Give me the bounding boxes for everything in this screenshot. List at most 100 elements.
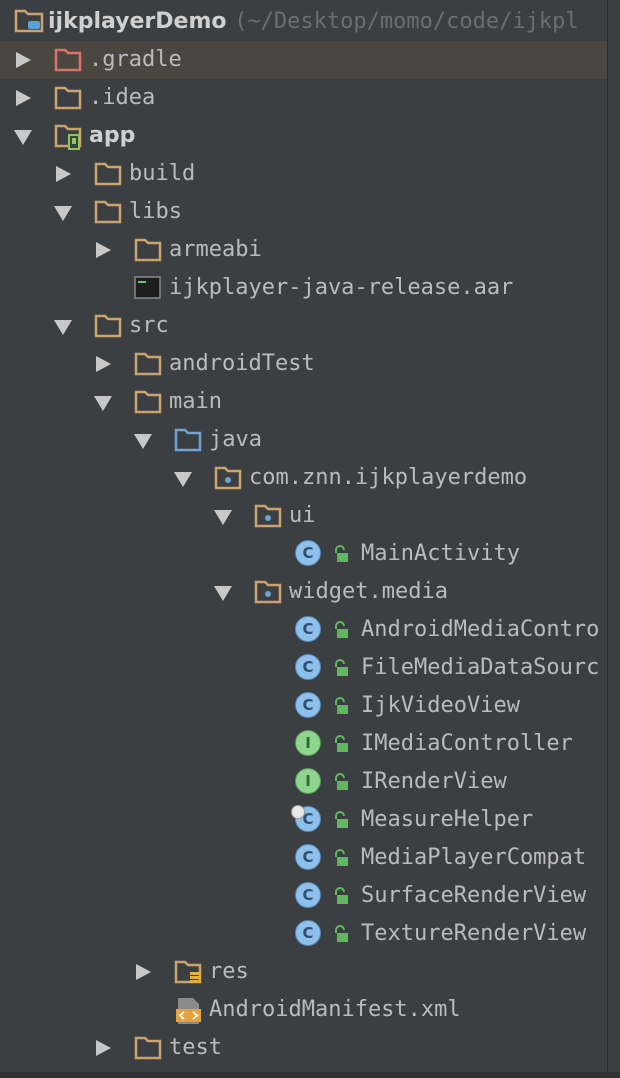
tree-label: MainActivity <box>361 541 520 566</box>
tree-row-build[interactable]: build <box>0 155 608 193</box>
lock-icon <box>335 773 348 790</box>
class-icon: C <box>295 616 321 642</box>
tree-label: armeabi <box>169 237 262 262</box>
collapse-arrow-icon[interactable] <box>214 510 232 525</box>
tree-label: .gradle <box>89 47 182 72</box>
collapse-arrow-icon[interactable] <box>134 434 152 449</box>
folder-icon <box>134 389 162 415</box>
collapse-arrow-icon[interactable] <box>14 130 32 145</box>
folder-icon <box>94 313 122 339</box>
tree-row-app[interactable]: app <box>0 117 608 155</box>
class-icon: C <box>295 654 321 680</box>
tree-label: widget.media <box>289 579 448 604</box>
collapse-arrow-icon[interactable] <box>214 586 232 601</box>
expand-arrow-icon[interactable] <box>56 166 71 182</box>
lock-icon <box>335 621 348 638</box>
tree-row-package-root[interactable]: com.znn.ijkplayerdemo <box>0 459 608 497</box>
project-path: (~/Desktop/momo/code/ijkpl <box>234 9 579 34</box>
class-icon: C <box>295 540 321 566</box>
collapse-arrow-icon[interactable] <box>94 396 112 411</box>
expand-arrow-icon[interactable] <box>96 1040 111 1056</box>
vertical-scrollbar[interactable] <box>607 0 620 1072</box>
project-tree: ijkplayerDemo (~/Desktop/momo/code/ijkpl… <box>0 3 608 1067</box>
class-icon: C <box>295 882 321 908</box>
tree-row-class[interactable]: C TextureRenderView <box>0 915 608 953</box>
folder-icon <box>94 161 122 187</box>
archive-file-icon <box>134 275 162 301</box>
tree-row-gradle[interactable]: .gradle <box>0 41 608 79</box>
class-icon: C <box>295 806 321 832</box>
resource-folder-icon <box>174 959 202 985</box>
lock-icon <box>335 849 348 866</box>
tree-row-res[interactable]: res <box>0 953 608 991</box>
tree-label: src <box>129 313 169 338</box>
tree-label: build <box>129 161 196 186</box>
tree-row-java[interactable]: java <box>0 421 608 459</box>
tree-label: ui <box>289 503 316 528</box>
tree-row-class[interactable]: C IjkVideoView <box>0 687 608 725</box>
tree-row-project-root[interactable]: ijkplayerDemo (~/Desktop/momo/code/ijkpl <box>0 3 608 41</box>
tree-label: app <box>89 123 136 148</box>
package-icon <box>214 465 242 491</box>
expand-arrow-icon[interactable] <box>96 356 111 372</box>
tree-row-manifest[interactable]: AndroidManifest.xml <box>0 991 608 1029</box>
pin-marker-icon <box>291 805 305 819</box>
tree-row-class[interactable]: C FileMediaDataSourc <box>0 649 608 687</box>
tree-label: .idea <box>89 85 156 110</box>
folder-icon <box>134 1035 162 1061</box>
expand-arrow-icon[interactable] <box>136 964 151 980</box>
tree-row-interface[interactable]: I IRenderView <box>0 763 608 801</box>
lock-icon <box>335 697 348 714</box>
tree-row-main[interactable]: main <box>0 383 608 421</box>
tree-row-idea[interactable]: .idea <box>0 79 608 117</box>
tree-row-mainactivity[interactable]: C MainActivity <box>0 535 608 573</box>
tree-label: com.znn.ijkplayerdemo <box>249 465 528 490</box>
tree-row-src[interactable]: src <box>0 307 608 345</box>
module-icon <box>54 123 82 150</box>
tree-row-class[interactable]: C SurfaceRenderView <box>0 877 608 915</box>
tree-row-class[interactable]: C AndroidMediaContro <box>0 611 608 649</box>
tree-row-test[interactable]: test <box>0 1029 608 1067</box>
tree-row-widget-media[interactable]: widget.media <box>0 573 608 611</box>
horizontal-scrollbar[interactable] <box>0 1072 620 1078</box>
lock-icon <box>335 545 348 562</box>
lock-icon <box>335 925 348 942</box>
tree-label: AndroidManifest.xml <box>209 997 461 1022</box>
lock-icon <box>335 659 348 676</box>
tree-label: SurfaceRenderView <box>361 883 587 908</box>
folder-icon <box>54 85 82 111</box>
tree-label: java <box>209 427 262 452</box>
tree-label: main <box>169 389 222 414</box>
tree-row-ui[interactable]: ui <box>0 497 608 535</box>
lock-icon <box>335 735 348 752</box>
lock-icon <box>335 887 348 904</box>
collapse-arrow-icon[interactable] <box>54 320 72 335</box>
lock-icon <box>335 811 348 828</box>
package-icon <box>254 579 282 605</box>
tree-label: AndroidMediaContro <box>361 617 600 642</box>
tree-row-class[interactable]: C MediaPlayerCompat <box>0 839 608 877</box>
interface-icon: I <box>295 730 321 756</box>
tree-label: IRenderView <box>361 769 507 794</box>
tree-label: libs <box>129 199 182 224</box>
tree-row-interface[interactable]: I IMediaController <box>0 725 608 763</box>
tree-label: ijkplayer-java-release.aar <box>169 275 514 300</box>
expand-arrow-icon[interactable] <box>16 52 31 68</box>
expand-arrow-icon[interactable] <box>96 242 111 258</box>
expand-arrow-icon[interactable] <box>16 90 31 106</box>
tree-row-libs[interactable]: libs <box>0 193 608 231</box>
tree-label: TextureRenderView <box>361 921 587 946</box>
tree-row-aar[interactable]: ijkplayer-java-release.aar <box>0 269 608 307</box>
tree-row-androidtest[interactable]: androidTest <box>0 345 608 383</box>
folder-excluded-icon <box>54 47 82 73</box>
tree-row-armeabi[interactable]: armeabi <box>0 231 608 269</box>
class-icon: C <box>295 692 321 718</box>
xml-file-icon <box>175 997 203 1024</box>
collapse-arrow-icon[interactable] <box>54 206 72 221</box>
collapse-arrow-icon[interactable] <box>174 472 192 487</box>
tree-label: MediaPlayerCompat <box>361 845 587 870</box>
package-icon <box>254 503 282 529</box>
source-root-folder-icon <box>174 427 202 453</box>
folder-icon <box>134 237 162 263</box>
tree-row-class[interactable]: C MeasureHelper <box>0 801 608 839</box>
